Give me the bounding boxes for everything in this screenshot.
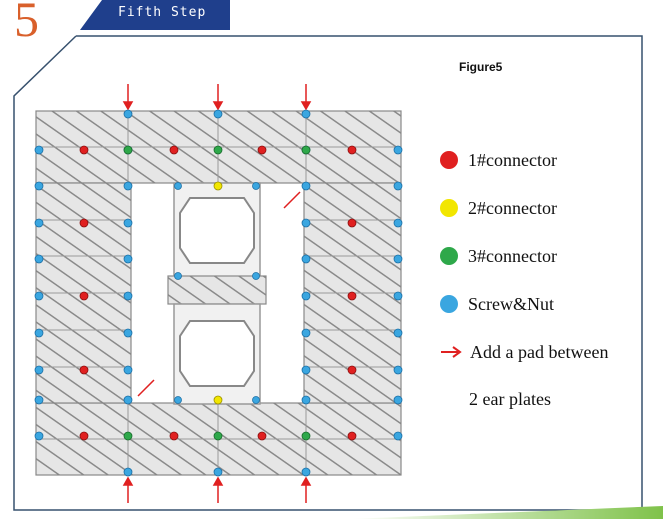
legend-item-connector-1: 1#connector (440, 145, 557, 175)
connector-2-markers (213, 181, 223, 405)
legend-label: Add a pad between (470, 341, 609, 362)
figure-title: Figure5 (459, 60, 503, 74)
legend-label: 2#connector (468, 197, 557, 218)
decorative-stripe (350, 506, 663, 519)
center-module-top (173, 182, 261, 279)
green-dot-icon (440, 247, 458, 265)
legend-label: 3#connector (468, 245, 557, 266)
center-module-bottom (173, 303, 261, 405)
red-dot-icon (440, 151, 458, 169)
blue-dot-icon (440, 295, 458, 313)
pad-arrows (122, 84, 312, 503)
connector-3-markers (123, 145, 311, 441)
panel-assembly-diagram (34, 84, 403, 503)
legend-item-connector-3: 3#connector (440, 241, 557, 271)
legend-item-connector-2: 2#connector (440, 193, 557, 223)
red-arrow-icon (441, 346, 462, 358)
screw-markers (34, 109, 403, 477)
legend-label: Screw&Nut (468, 293, 554, 314)
center-divider-bar (167, 275, 267, 305)
connector-1-markers (79, 145, 357, 441)
step-label: Fifth Step (118, 5, 207, 20)
legend-pad-note: 2 ear plates (469, 389, 551, 409)
yellow-dot-icon (440, 199, 458, 217)
legend-item-pad: Add a pad between (440, 337, 608, 367)
step-number: 5 (14, 0, 39, 47)
legend-label: 1#connector (468, 149, 557, 170)
legend-item-screw-nut: Screw&Nut (440, 289, 554, 319)
step-banner (80, 0, 230, 30)
